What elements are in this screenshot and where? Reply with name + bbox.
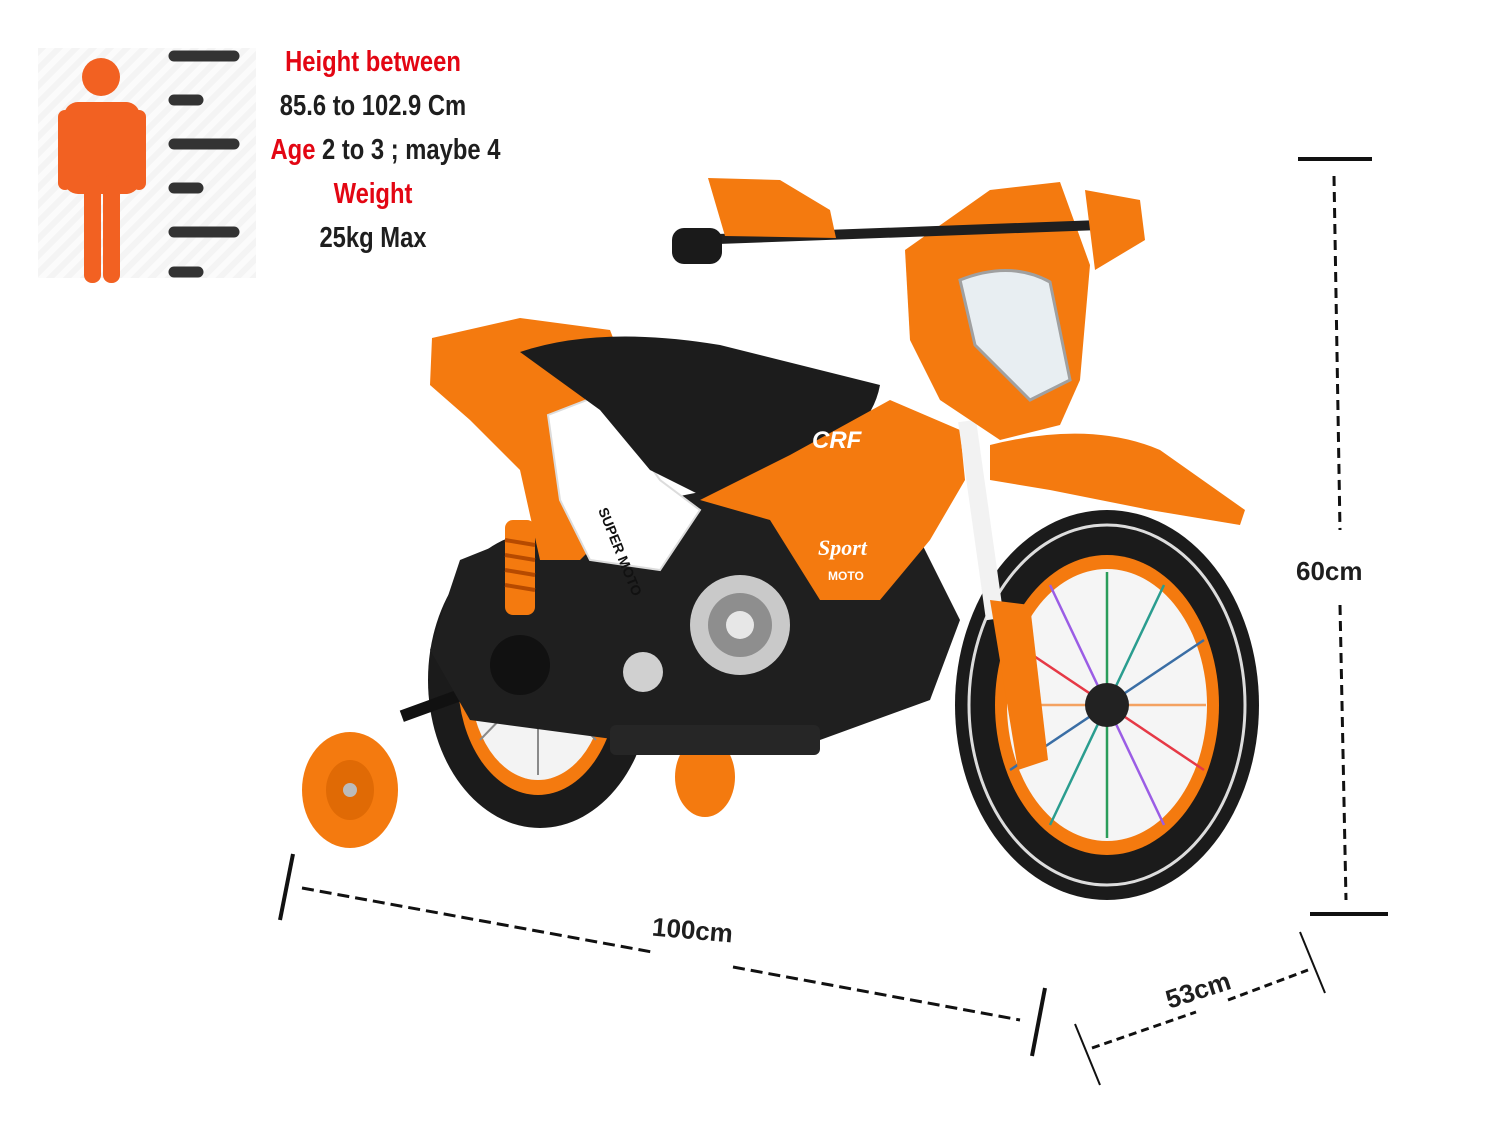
length-left-cap [278, 853, 295, 921]
moto-decal: MOTO [828, 569, 864, 583]
spec-panel: Height between 85.6 to 102.9 Cm Age 2 to… [38, 40, 501, 285]
weight-label: Weight [333, 178, 413, 210]
side-panel: Sport MOTO CRF [700, 400, 965, 600]
height-label: Height between [285, 46, 461, 78]
age-label: Age [270, 134, 316, 166]
height-scale-icon [168, 50, 240, 278]
width-dash-left [1091, 1010, 1197, 1050]
rear-shock [504, 520, 536, 615]
handlebar [672, 178, 1145, 270]
age-line: Age 2 to 3 ; maybe 4 [270, 128, 501, 172]
front-fork [958, 419, 1048, 770]
spec-text: Height between 85.6 to 102.9 Cm Age 2 to… [270, 40, 501, 260]
length-dash-left [301, 886, 653, 954]
front-wheel [955, 510, 1259, 900]
person-icon [58, 58, 146, 283]
training-wheel [302, 690, 735, 848]
height-dimension-label: 60cm [1296, 556, 1363, 586]
front-fender [990, 433, 1245, 525]
width-dash-right [1227, 968, 1309, 1002]
width-left-cap [1074, 1023, 1101, 1086]
height-value: 85.6 to 102.9 Cm [279, 90, 467, 122]
headlight-cowl [905, 182, 1090, 440]
age-value: 2 to 3 ; maybe 4 [322, 134, 501, 166]
height-dash-upper [1332, 175, 1342, 531]
sport-decal: Sport [818, 535, 868, 560]
crf-decal: CRF [812, 427, 863, 454]
length-dash-right [732, 965, 1021, 1022]
weight-value: 25kg Max [319, 222, 427, 254]
length-right-cap [1030, 987, 1047, 1057]
width-right-cap [1299, 931, 1326, 994]
height-dash-lower [1338, 604, 1348, 901]
